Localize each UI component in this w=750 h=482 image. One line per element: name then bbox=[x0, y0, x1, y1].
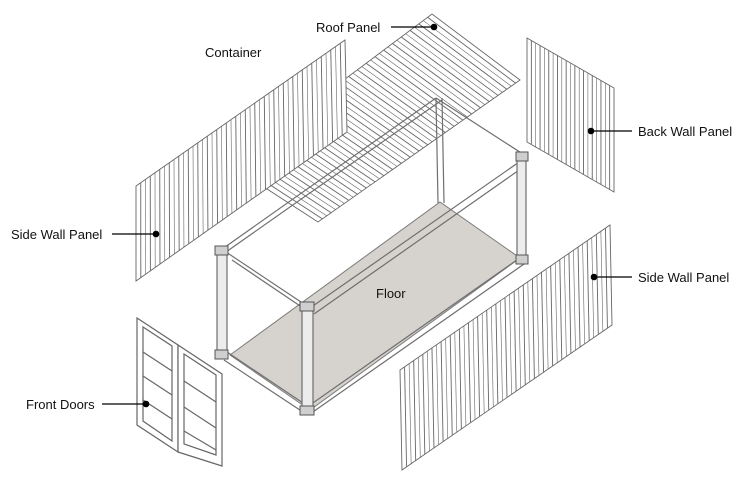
label-back-wall-panel: Back Wall Panel bbox=[638, 124, 733, 139]
label-side-wall-panel-right: Side Wall Panel bbox=[638, 270, 730, 285]
front-doors bbox=[136, 316, 223, 467]
container-frame bbox=[214, 97, 529, 416]
leaders bbox=[102, 23, 632, 408]
side-wall-panel-right bbox=[399, 224, 613, 471]
label-roof-panel: Roof Panel bbox=[316, 20, 381, 35]
label-floor: Floor bbox=[376, 286, 406, 301]
diagram-title: Container bbox=[205, 45, 262, 60]
side-wall-panel-left bbox=[135, 39, 348, 282]
label-side-wall-panel-left: Side Wall Panel bbox=[11, 227, 103, 242]
label-front-doors: Front Doors bbox=[26, 397, 95, 412]
back-wall-panel bbox=[526, 37, 615, 193]
